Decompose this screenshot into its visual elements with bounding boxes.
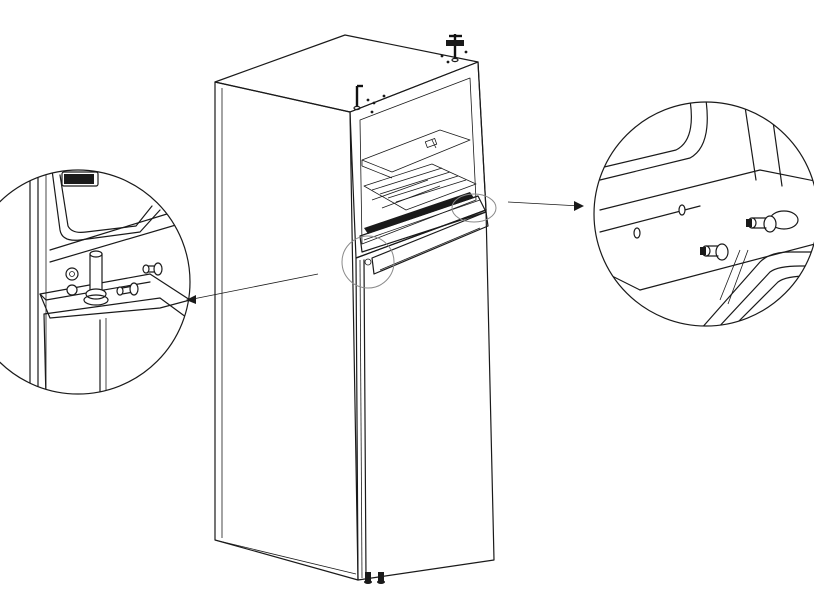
left-leader-line: [187, 273, 319, 301]
right-hinge-marker: [451, 193, 497, 223]
freezer-vent: [424, 138, 438, 148]
refrigerator-body: [214, 34, 497, 584]
left-detail-callout: [0, 169, 191, 395]
divider-trim: [364, 192, 474, 234]
left-detail-frame: [0, 169, 191, 395]
door-top-handle: [371, 211, 489, 275]
hinge-screw-holes-icon: [599, 102, 814, 326]
cabinet-top-face: [214, 34, 479, 113]
cabinet-left-side: [214, 81, 359, 581]
middle-hinge-marker: [341, 235, 395, 289]
freezer-liner: [359, 77, 477, 245]
freezer-shelf: [361, 129, 471, 173]
right-detail-callout: [593, 101, 814, 327]
feet: [364, 572, 385, 584]
right-leader-line: [507, 201, 581, 207]
right-detail-frame: [593, 101, 814, 327]
left-arrowhead: [186, 295, 196, 304]
freezer-floor-grille: [363, 163, 477, 211]
middle-hinge-pin-icon: [29, 170, 190, 394]
top-hinge-right: [440, 34, 468, 64]
fridge-door: [355, 209, 495, 581]
cabinet-bottom-edge: [214, 539, 357, 575]
right-arrowhead: [574, 201, 584, 211]
leader-lines: [186, 201, 584, 304]
door-gasket-edge: [363, 259, 367, 579]
